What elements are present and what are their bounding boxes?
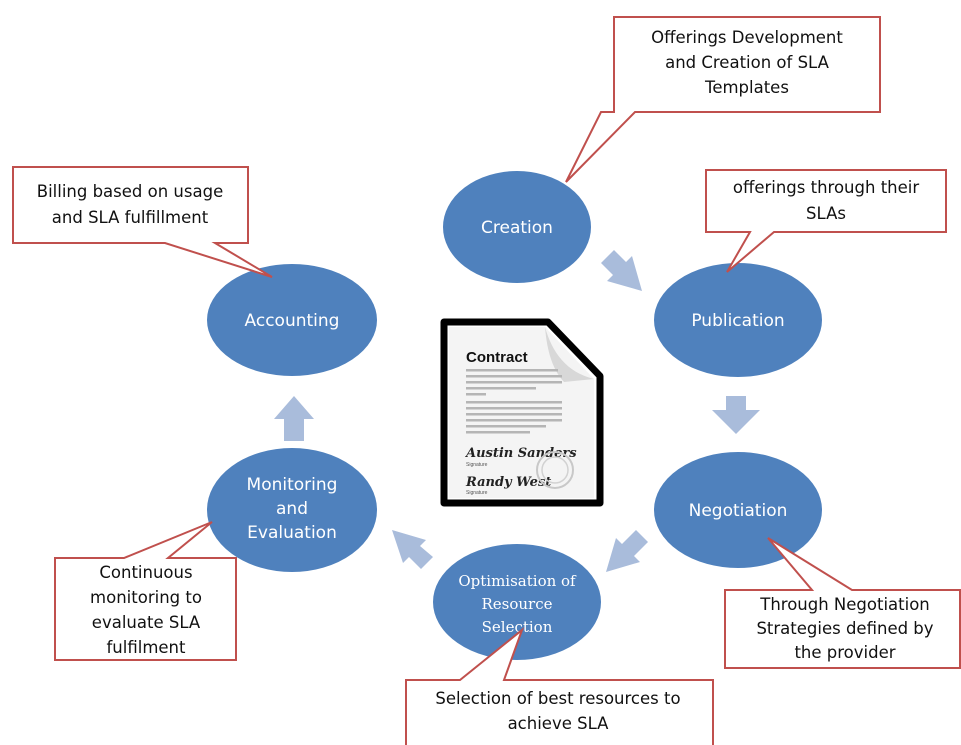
node-monitoring: Monitoring and Evaluation [205,446,379,574]
contract-title: Contract [466,349,528,366]
node-accounting-label: Accounting [245,311,340,331]
callout-publication: offerings through their SLAs [705,169,947,273]
callout-monitoring-line3: evaluate SLA [92,613,201,632]
node-negotiation: Negotiation [652,450,824,570]
node-publication-label: Publication [691,311,784,331]
contract-document-icon: Contract Austin Sanders Signature Randy … [440,318,604,507]
callout-creation-line3: Templates [704,78,789,97]
callout-optimisation: Selection of best resources to achieve S… [405,626,714,745]
node-accounting: Accounting [205,262,379,378]
callout-negotiation-line1: Through Negotiation [759,595,930,614]
callout-monitoring-line1: Continuous [99,563,192,582]
contract-stamp-icon [536,451,574,489]
cycle-arrows [274,250,760,572]
callout-negotiation-line2: Strategies defined by [756,619,933,638]
arrow-negotiation-to-optimisation [606,530,648,572]
callout-optimisation-line1: Selection of best resources to [435,689,680,708]
callout-monitoring-line4: fulfilment [107,638,187,657]
node-optimisation-label-line2: Resource [481,595,552,613]
node-publication: Publication [652,261,824,379]
callout-monitoring: Continuous monitoring to evaluate SLA fu… [54,521,237,661]
callout-accounting-line2: and SLA fulfillment [52,208,209,227]
callout-creation: Offerings Development and Creation of SL… [565,16,881,183]
contract-signature-1: Austin Sanders [464,446,577,461]
node-optimisation: Optimisation of Resource Selection [431,542,603,662]
arrow-monitoring-to-accounting [274,396,314,441]
node-monitoring-label-line2: and [276,499,308,519]
contract-signature-caption-1: Signature [466,462,488,468]
node-optimisation-label-line3: Selection [482,618,553,636]
node-creation: Creation [441,169,593,285]
contract-text-lines [466,369,562,434]
node-negotiation-label: Negotiation [689,501,788,521]
node-creation-label: Creation [481,218,553,238]
callout-optimisation-line2: achieve SLA [508,714,610,733]
arrow-optimisation-to-monitoring [392,530,433,569]
node-monitoring-label-line3: Evaluation [247,523,337,543]
callout-negotiation: Through Negotiation Strategies defined b… [724,537,961,669]
node-monitoring-label-line1: Monitoring [247,475,338,495]
callout-publication-line1: offerings through their [733,178,919,197]
contract-signature-caption-2: Signature [466,490,488,496]
callout-accounting-line1: Billing based on usage [37,182,223,201]
callout-monitoring-line2: monitoring to [90,588,202,607]
callout-creation-line1: Offerings Development [651,28,843,47]
callout-negotiation-line3: the provider [794,643,895,662]
arrow-publication-to-negotiation [712,396,760,434]
arrow-creation-to-publication [601,250,642,291]
contract-signature-2: Randy West [465,475,551,490]
callout-publication-line2: SLAs [806,204,846,223]
node-optimisation-label-line1: Optimisation of [458,572,577,590]
callout-creation-line2: and Creation of SLA [665,53,830,72]
callout-accounting: Billing based on usage and SLA fulfillme… [12,166,273,278]
